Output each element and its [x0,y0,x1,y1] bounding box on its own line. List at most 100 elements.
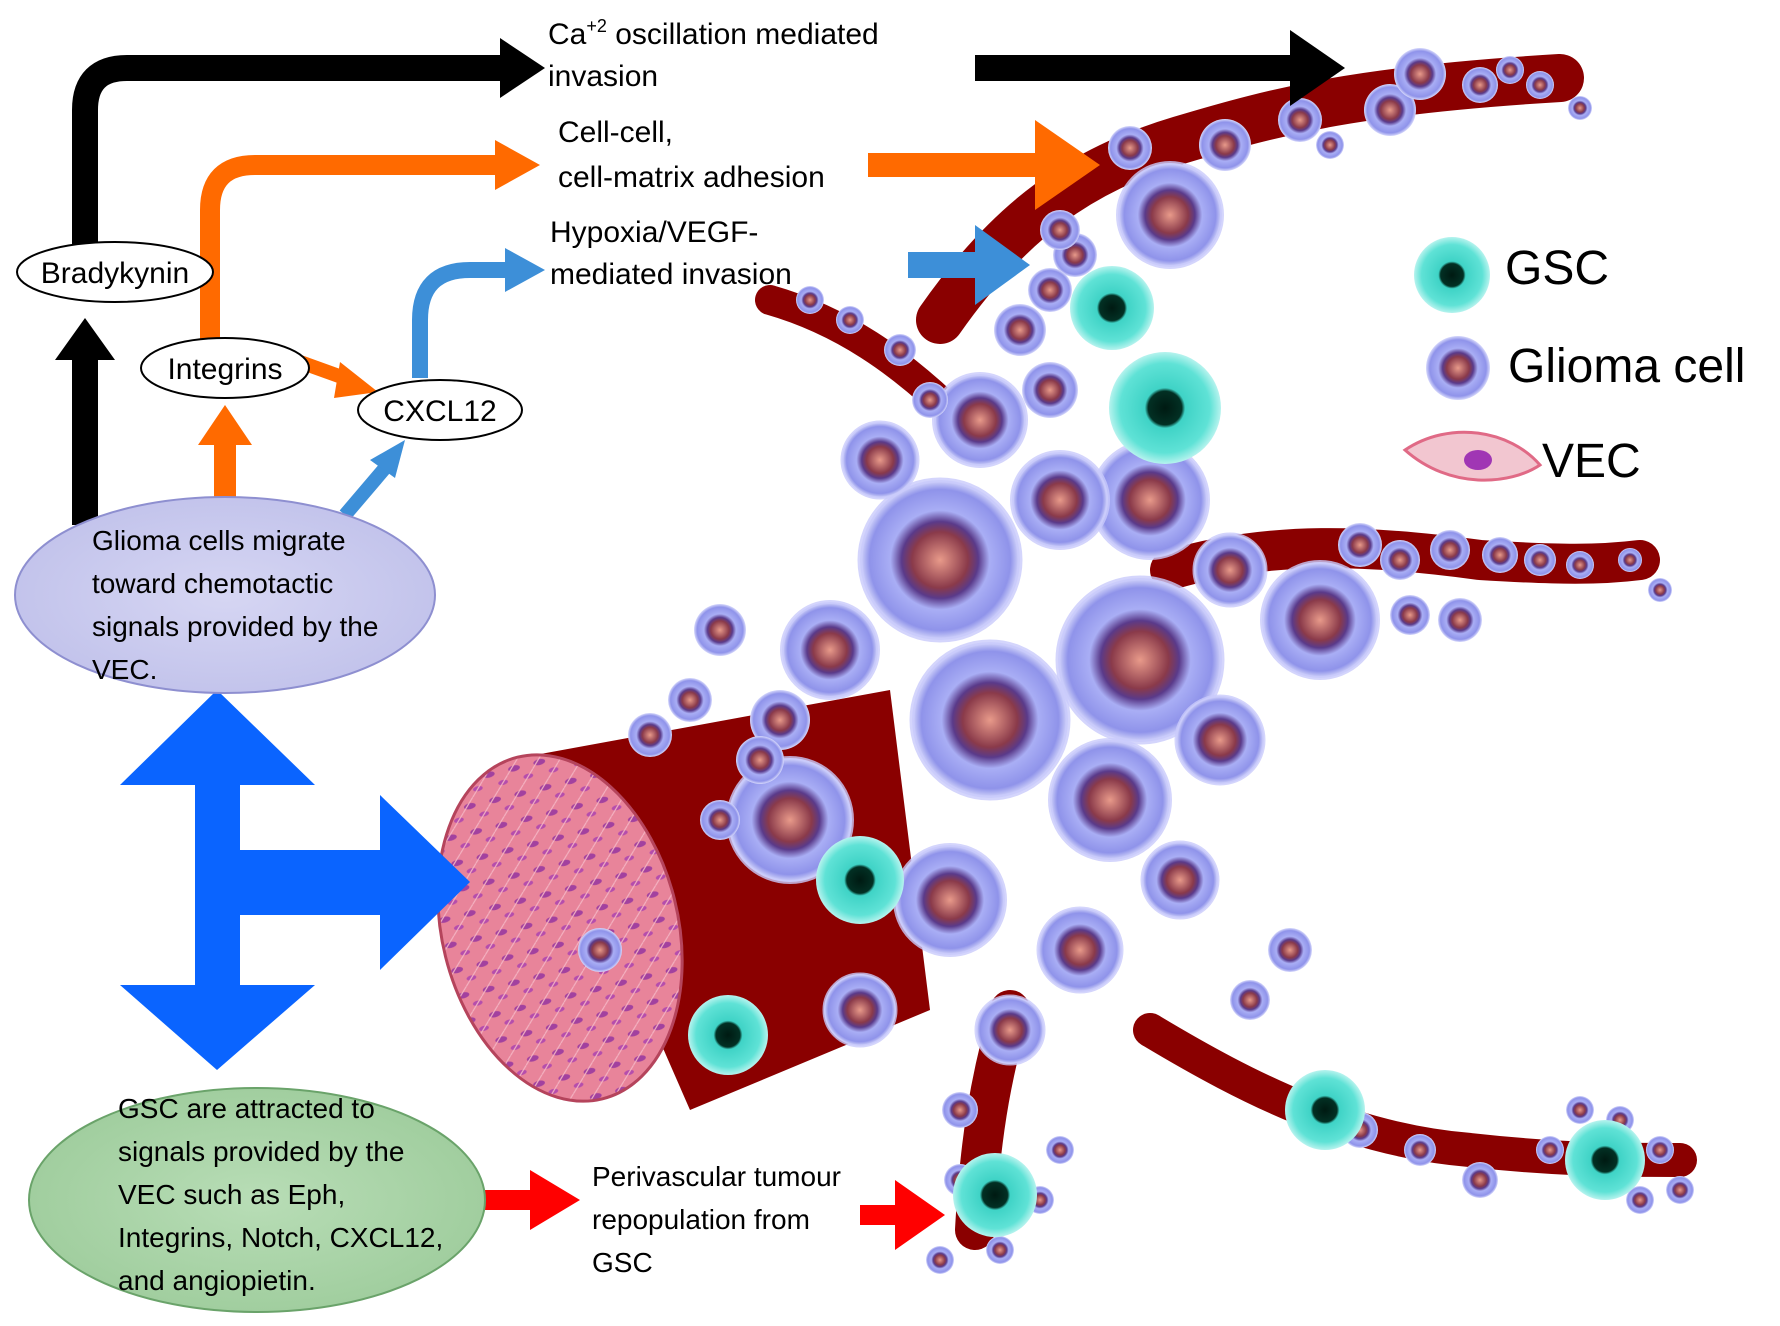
glioma-box-line1: Glioma cells migrate [92,525,346,556]
vessel-cross-section [436,753,684,1103]
gsc-cell [688,995,768,1075]
adhesion-label-line2: cell-matrix adhesion [558,161,825,194]
glioma-cell [1316,131,1344,159]
glioma-cell [994,304,1046,356]
lightblue-arrowhead-cxcl12 [370,440,405,478]
node-cxcl12: CXCL12 [357,379,523,441]
gsc-box-line4: Integrins, Notch, CXCL12, [118,1222,443,1253]
perivascular-label-line3: GSC [592,1247,653,1278]
lightblue-arrow-cxcl12-to-hypoxia [412,262,508,378]
perivascular-label-line2: repopulation from [592,1204,810,1235]
glioma-cell [1028,268,1072,312]
glioma-cell [736,736,784,784]
tumour-cell-cluster [578,48,1694,1274]
pathway-arrows [55,30,1345,1250]
glioma-cell [578,928,622,972]
glioma-cell [1364,84,1416,136]
label-perivascular: Perivascular tumour repopulation from GS… [592,1161,841,1278]
glioma-cell [884,334,916,366]
glioma-cell [1055,575,1225,745]
black-arrowhead-up [55,318,115,360]
glioma-cell [780,600,880,700]
glioma-cell [1199,119,1251,171]
glioma-cell [628,713,672,757]
legend-glioma-cell-label: Glioma cell [1508,340,1745,393]
glioma-cell [1048,738,1172,862]
glioma-cell [668,678,712,722]
orange-arrowhead-cxcl12 [334,362,378,398]
node-bradykynin-label: Bradykynin [41,257,189,290]
glioma-migration-box: Glioma cells migrate toward chemotactic … [14,496,436,694]
legend: GSC Glioma cell VEC [1402,237,1745,488]
glioma-cell [1524,544,1556,576]
calcium-label-line1: Ca+2 oscillation mediated [548,16,879,51]
glioma-cell [1666,1176,1694,1204]
glioma-cell [822,972,898,1048]
lightblue-arrowhead [505,248,545,292]
glioma-cell [1260,560,1380,680]
red-arrowhead [530,1170,580,1230]
glioma-cell [1010,450,1110,550]
glioma-cell [1430,530,1470,570]
glioma-cell [1046,1136,1074,1164]
glioma-cell [1462,1162,1498,1198]
orange-arrowhead-up [198,405,252,445]
glioma-box-line2: toward chemotactic [92,568,333,599]
legend-glioma-cell-icon [1426,336,1490,400]
lightblue-arrowhead-right [975,225,1030,305]
glioma-cell [1566,551,1594,579]
glioma-cell [694,604,746,656]
lightblue-arrow-glioma-to-cxcl12 [339,463,391,520]
black-arrow-bradykynin-to-calcium [72,55,510,256]
gsc-box-line1: GSC are attracted to [118,1093,375,1124]
glioma-cell [1566,1096,1594,1124]
glioma-cell [1404,1134,1436,1166]
glioma-cell [1526,71,1554,99]
glioma-cell [1140,840,1220,920]
node-bradykynin: Bradykynin [16,241,214,303]
legend-gsc: GSC [1414,237,1609,313]
legend-vec-icon [1402,430,1543,482]
glioma-cell [836,306,864,334]
gsc-cell [1565,1120,1645,1200]
glioma-cell [1646,1136,1674,1164]
glioma-box-line4: VEC. [92,654,157,685]
glioma-cell [1618,548,1642,572]
glioma-cell [1174,694,1266,786]
glioma-cell [974,994,1046,1066]
legend-glioma-cell: Glioma cell [1426,336,1745,400]
orange-arrowhead [495,140,540,190]
calcium-label-line2: invasion [548,60,658,93]
glioma-cell [986,1236,1014,1264]
perivascular-label-line1: Perivascular tumour [592,1161,841,1192]
gsc-cell [1070,266,1154,350]
glioma-cell [1626,1186,1654,1214]
hypoxia-label-line2: mediated invasion [550,258,792,291]
glioma-cell [1022,362,1078,418]
glioma-cell [750,690,810,750]
gsc-box-line3: VEC such as Eph, [118,1179,345,1210]
glioma-cell [1268,928,1312,972]
glioma-cell [893,843,1007,957]
adhesion-label-line1: Cell-cell, [558,116,673,149]
orange-arrow-integrins-to-adhesion [200,155,505,345]
gsc-cell [953,1153,1037,1237]
gsc-box-line2: signals provided by the [118,1136,404,1167]
node-cxcl12-label: CXCL12 [383,395,496,428]
legend-vec-label: VEC [1542,435,1641,488]
glioma-box-line3: signals provided by the [92,611,378,642]
gsc-cell [1109,352,1221,464]
glioma-cell [1496,56,1524,84]
glioma-cell [840,420,920,500]
red-arrowhead-2 [895,1180,945,1250]
glioma-cell [1338,523,1382,567]
legend-gsc-icon [1414,237,1490,313]
glioma-cell [857,477,1023,643]
glioma-cell [1108,126,1152,170]
gsc-attraction-box: GSC are attracted to signals provided by… [28,1087,486,1313]
blood-vessels [436,54,1697,1250]
glioma-cell [1116,161,1224,269]
glioma-cell [796,286,824,314]
legend-gsc-label: GSC [1505,242,1609,295]
